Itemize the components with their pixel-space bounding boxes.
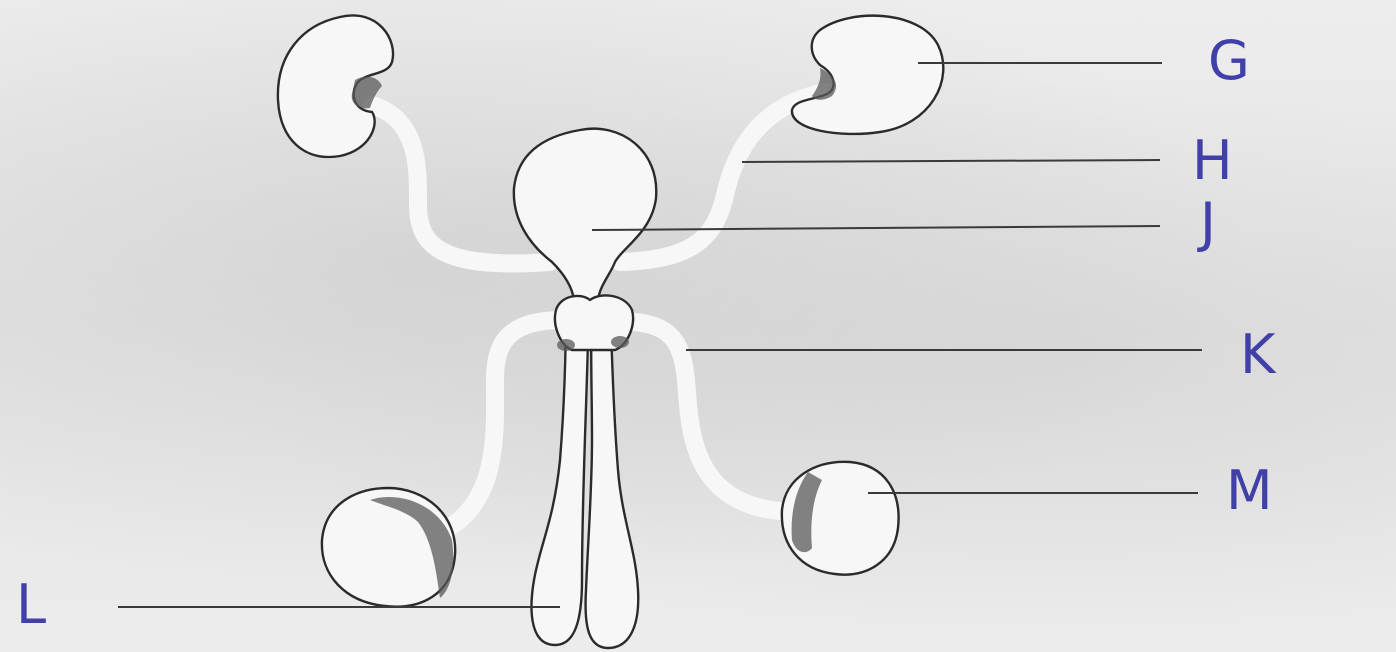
lower-left-duct	[445, 320, 572, 530]
leader-line-j	[592, 226, 1160, 230]
upper-right-organ	[792, 16, 943, 134]
label-k: K	[1240, 328, 1275, 382]
central-tube-left	[532, 300, 590, 645]
label-g: G	[1208, 34, 1250, 88]
label-m: M	[1226, 464, 1273, 518]
leader-line-h	[742, 160, 1160, 162]
label-h: H	[1192, 134, 1233, 188]
central-tube-right	[586, 300, 639, 648]
junction-left-node	[557, 339, 575, 351]
junction-right-node	[611, 336, 629, 348]
bladder	[514, 129, 656, 300]
label-j: J	[1200, 196, 1216, 250]
label-l: L	[16, 578, 46, 632]
